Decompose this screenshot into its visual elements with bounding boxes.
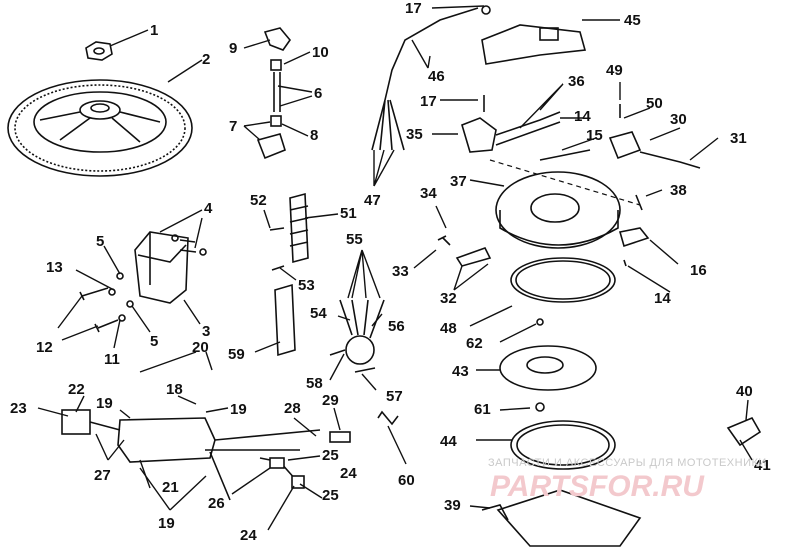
callout-17-top: 17 — [405, 0, 422, 17]
callout-37: 37 — [450, 173, 467, 190]
power-pack-part — [61, 409, 351, 501]
cam-part — [726, 416, 762, 447]
callout-14-right: 14 — [654, 290, 671, 307]
callout-labels: 1 2 9 10 6 7 8 17 45 46 17 36 49 50 30 1… — [10, 0, 771, 544]
callout-45: 45 — [624, 12, 641, 29]
callout-16: 16 — [690, 262, 707, 279]
callout-59: 59 — [228, 346, 245, 363]
callout-38: 38 — [670, 182, 687, 199]
callout-21: 21 — [162, 479, 179, 496]
callout-9: 9 — [229, 40, 237, 57]
callout-29: 29 — [322, 392, 339, 409]
watermark-logo: PARTSFOR.RU — [490, 470, 705, 503]
callout-15: 15 — [586, 127, 603, 144]
callout-43: 43 — [452, 363, 469, 380]
callout-50: 50 — [646, 95, 663, 112]
callout-6: 6 — [314, 85, 322, 102]
callout-44: 44 — [440, 433, 457, 450]
callout-11: 11 — [104, 351, 120, 368]
callout-25-bottom: 25 — [322, 487, 339, 504]
callout-25-top: 25 — [322, 447, 339, 464]
armature-ring-part — [510, 420, 616, 470]
callout-57: 57 — [386, 388, 403, 405]
coil-screws-part — [79, 272, 134, 333]
clip-part — [377, 410, 399, 426]
callout-31: 31 — [730, 130, 747, 147]
callout-17-mid: 17 — [420, 93, 437, 110]
sensor-coil-part — [608, 131, 701, 169]
callout-52: 52 — [250, 192, 267, 209]
callout-30: 30 — [670, 111, 687, 128]
stator-part — [489, 159, 641, 249]
callout-5-top: 5 — [96, 233, 104, 250]
callout-20: 20 — [192, 339, 209, 356]
callout-41: 41 — [754, 457, 771, 474]
callout-58: 58 — [306, 375, 323, 392]
callout-8: 8 — [310, 127, 318, 144]
callout-3: 3 — [202, 323, 210, 340]
callout-7: 7 — [229, 118, 237, 135]
callout-60: 60 — [398, 472, 415, 489]
flywheel-part — [7, 79, 193, 177]
callout-35: 35 — [406, 126, 423, 143]
callout-32: 32 — [440, 290, 457, 307]
callout-46: 46 — [428, 68, 445, 85]
callout-4: 4 — [204, 200, 213, 217]
callout-33: 33 — [392, 263, 409, 280]
callout-54: 54 — [310, 305, 327, 322]
callout-61: 61 — [474, 401, 491, 418]
callout-18: 18 — [166, 381, 183, 398]
watermark: ЗАПЧАСТИ И АКСЕССУАРЫ ДЛЯ МОТОТЕХНИКИ PA… — [488, 457, 767, 503]
callout-34: 34 — [420, 185, 437, 202]
callout-24-bottom: 24 — [240, 527, 257, 544]
callout-22: 22 — [68, 381, 85, 398]
callout-48: 48 — [440, 320, 457, 337]
callout-55: 55 — [346, 231, 363, 248]
rectifier-part — [329, 299, 385, 373]
callout-2: 2 — [202, 51, 210, 68]
timer-base-part — [481, 5, 587, 65]
charge-coil-part — [461, 111, 561, 153]
callout-62: 62 — [466, 335, 483, 352]
callout-51: 51 — [340, 205, 357, 222]
callout-5-bottom: 5 — [150, 333, 158, 350]
callout-19-right: 19 — [230, 401, 247, 418]
lead-part — [539, 149, 591, 161]
callout-1: 1 — [150, 22, 158, 39]
retainer-plate-part — [499, 345, 597, 391]
bracket-part — [274, 283, 296, 357]
callout-28: 28 — [284, 400, 301, 417]
ignition-coil-part — [134, 231, 207, 304]
callout-10: 10 — [312, 44, 329, 61]
callout-26: 26 — [208, 495, 225, 512]
callout-56: 56 — [388, 318, 405, 335]
callout-39: 39 — [444, 497, 461, 514]
flywheel-nut-part — [85, 41, 113, 61]
leader-lines — [37, 5, 753, 531]
callout-19-left: 19 — [96, 395, 113, 412]
callout-23: 23 — [10, 400, 27, 417]
small-screws-part — [437, 95, 643, 412]
callout-19-bottom: 19 — [158, 515, 175, 532]
callout-24-top: 24 — [340, 465, 357, 482]
callout-49: 49 — [606, 62, 623, 79]
spark-plug-lead-parts — [256, 27, 292, 160]
callout-47: 47 — [364, 192, 381, 209]
callout-40: 40 — [736, 383, 753, 400]
clip-16-part — [618, 227, 650, 248]
callout-27: 27 — [94, 467, 111, 484]
retainer-ring-part — [510, 257, 616, 303]
wire-harness-part — [371, 7, 479, 151]
terminal-block-part — [269, 192, 309, 271]
watermark-caption: ЗАПЧАСТИ И АКСЕССУАРЫ ДЛЯ МОТОТЕХНИКИ — [488, 457, 767, 469]
callout-12: 12 — [36, 339, 53, 356]
callout-36: 36 — [568, 73, 585, 90]
callout-53: 53 — [298, 277, 315, 294]
callout-13: 13 — [46, 259, 63, 276]
callout-14-top: 14 — [574, 108, 591, 125]
